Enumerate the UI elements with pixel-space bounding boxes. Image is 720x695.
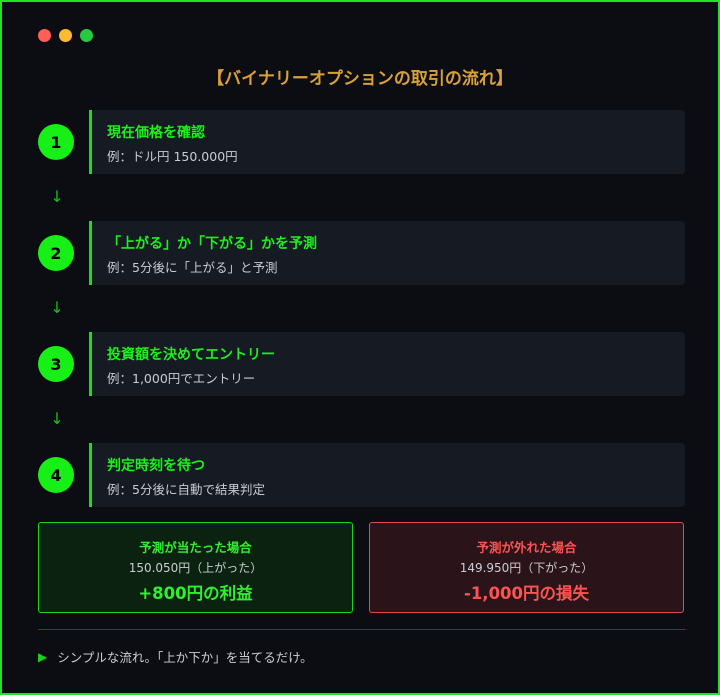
down-arrow-icon: ↓ <box>50 298 64 317</box>
page-title: 【バイナリーオプションの取引の流れ】 <box>207 69 513 89</box>
lose-amount: -1,000円の損失 <box>463 584 590 603</box>
divider <box>38 629 685 630</box>
down-arrow-icon: ↓ <box>50 409 64 428</box>
step-card: 判定時刻を待つ 例：5分後に自動で結果判定 <box>89 443 685 507</box>
step-description: 例：ドル円 150.000円 <box>107 149 238 164</box>
maximize-icon[interactable] <box>80 29 93 42</box>
window-controls <box>38 29 93 42</box>
step-title: 「上がる」か「下がる」かを予測 <box>107 236 317 252</box>
down-arrow-icon: ↓ <box>50 187 64 206</box>
win-result-card: 予測が当たった場合 150.050円（上がった） +800円の利益 <box>38 522 353 613</box>
step-title: 判定時刻を待つ <box>107 458 205 474</box>
step-description: 例：1,000円でエントリー <box>107 371 256 386</box>
step-description: 例：5分後に自動で結果判定 <box>107 482 265 497</box>
step-2: 2 「上がる」か「下がる」かを予測 例：5分後に「上がる」と予測 <box>38 221 685 285</box>
close-icon[interactable] <box>38 29 51 42</box>
step-title: 現在価格を確認 <box>107 125 205 141</box>
lose-result-card: 予測が外れた場合 149.950円（下がった） -1,000円の損失 <box>369 522 684 613</box>
play-icon: ▶ <box>38 649 48 664</box>
step-description: 例：5分後に「上がる」と予測 <box>107 260 278 275</box>
step-card: 投資額を決めてエントリー 例：1,000円でエントリー <box>89 332 685 396</box>
step-number-badge: 1 <box>38 124 74 160</box>
win-title: 予測が当たった場合 <box>139 540 252 555</box>
lose-price: 149.950円（下がった） <box>459 561 594 575</box>
minimize-icon[interactable] <box>59 29 72 42</box>
step-title: 投資額を決めてエントリー <box>107 347 275 363</box>
step-4: 4 判定時刻を待つ 例：5分後に自動で結果判定 <box>38 443 685 507</box>
win-amount: +800円の利益 <box>138 584 253 603</box>
step-3: 3 投資額を決めてエントリー 例：1,000円でエントリー <box>38 332 685 396</box>
step-number-badge: 3 <box>38 346 74 382</box>
step-card: 現在価格を確認 例：ドル円 150.000円 <box>89 110 685 174</box>
lose-title: 予測が外れた場合 <box>476 540 577 555</box>
step-card: 「上がる」か「下がる」かを予測 例：5分後に「上がる」と予測 <box>89 221 685 285</box>
footer-text: シンプルな流れ。「上か下か」を当てるだけ。 <box>57 650 313 665</box>
step-number-badge: 4 <box>38 457 74 493</box>
footer-note: ▶ シンプルな流れ。「上か下か」を当てるだけ。 <box>38 647 313 666</box>
step-1: 1 現在価格を確認 例：ドル円 150.000円 <box>38 110 685 174</box>
step-number-badge: 2 <box>38 235 74 271</box>
win-price: 150.050円（上がった） <box>128 561 263 575</box>
